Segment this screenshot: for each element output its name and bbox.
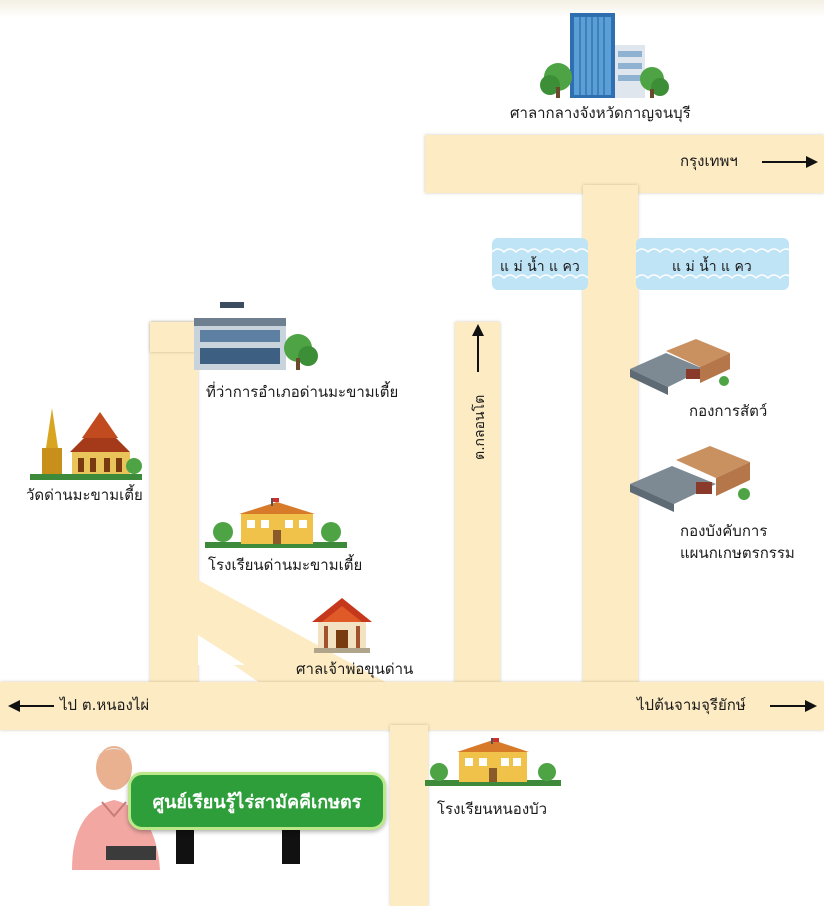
river-left: แ ม่ น้ำ แ คว	[492, 238, 588, 290]
label-to-nongphai: ไป ต.หนองไผ่	[60, 696, 150, 714]
river-label-right: แ ม่ น้ำ แ คว	[672, 259, 752, 275]
label-agri-command-2: แผนกเกษตรกรรม	[680, 544, 795, 562]
arrow-right-icon	[806, 156, 818, 168]
river-right: แ ม่ น้ำ แ คว	[636, 238, 789, 290]
road-west-vertical	[150, 322, 198, 702]
road-east-vertical	[583, 185, 638, 705]
label-shrine: ศาลเจ้าพ่อขุนด่าน	[296, 660, 414, 678]
learning-center-sign: ศูนย์เรียนรู้ไร่สามัคคีเกษตร	[128, 772, 386, 830]
agri-building-icon	[630, 446, 750, 512]
shrine-icon	[312, 598, 372, 653]
label-provincial-hall: ศาลากลางจังหวัดกาญจนบุรี	[510, 104, 691, 122]
arrow-left-icon	[8, 700, 20, 712]
river-label-left: แ ม่ น้ำ แ คว	[500, 259, 580, 275]
arrow-up-line	[477, 336, 479, 372]
temple-icon	[30, 408, 142, 480]
sign-text: ศูนย์เรียนรู้ไร่สามัคคีเกษตร	[152, 792, 362, 813]
arrow-up-icon	[472, 324, 484, 336]
school-icon	[205, 498, 347, 548]
label-to-tonchamjurijak: ไปต้นจามจุรียักษ์	[637, 696, 746, 714]
livestock-building-icon	[630, 339, 730, 395]
road-klong-on-to	[455, 322, 500, 702]
label-bangkok: กรุงเทพฯ	[680, 152, 738, 170]
road-diagonal	[198, 580, 400, 690]
sign-post-left	[176, 822, 194, 864]
district-office-icon	[194, 302, 318, 370]
label-school-dan: โรงเรียนด่านมะขามเตี้ย	[208, 556, 363, 574]
wave-pattern-left	[492, 248, 588, 280]
road-main-horizontal	[0, 682, 824, 730]
office-tower-icon	[540, 13, 669, 98]
label-temple: วัดด่านมะขามเตี้ย	[26, 486, 143, 504]
label-district-office: ที่ว่าการอำเภอด่านมะขามเตี้ย	[206, 383, 399, 401]
arrow-bangkok-line	[762, 161, 807, 163]
school-icon-2	[425, 738, 561, 786]
label-school-nongbua: โรงเรียนหนองบัว	[437, 800, 548, 818]
label-agri-command-1: กองบังคับการ	[680, 522, 768, 540]
road-south	[390, 725, 428, 906]
sign-post-right	[282, 822, 300, 864]
arrow-right-icon-2	[805, 700, 817, 712]
arrow-left-line	[18, 705, 54, 707]
wave-pattern-right	[636, 248, 789, 280]
label-livestock: กองการสัตว์	[689, 402, 768, 420]
arrow-right-line-2	[770, 705, 806, 707]
top-band	[0, 0, 824, 18]
road-top	[425, 135, 824, 193]
label-klong-on-to: ต.กลอนโต	[472, 394, 488, 460]
